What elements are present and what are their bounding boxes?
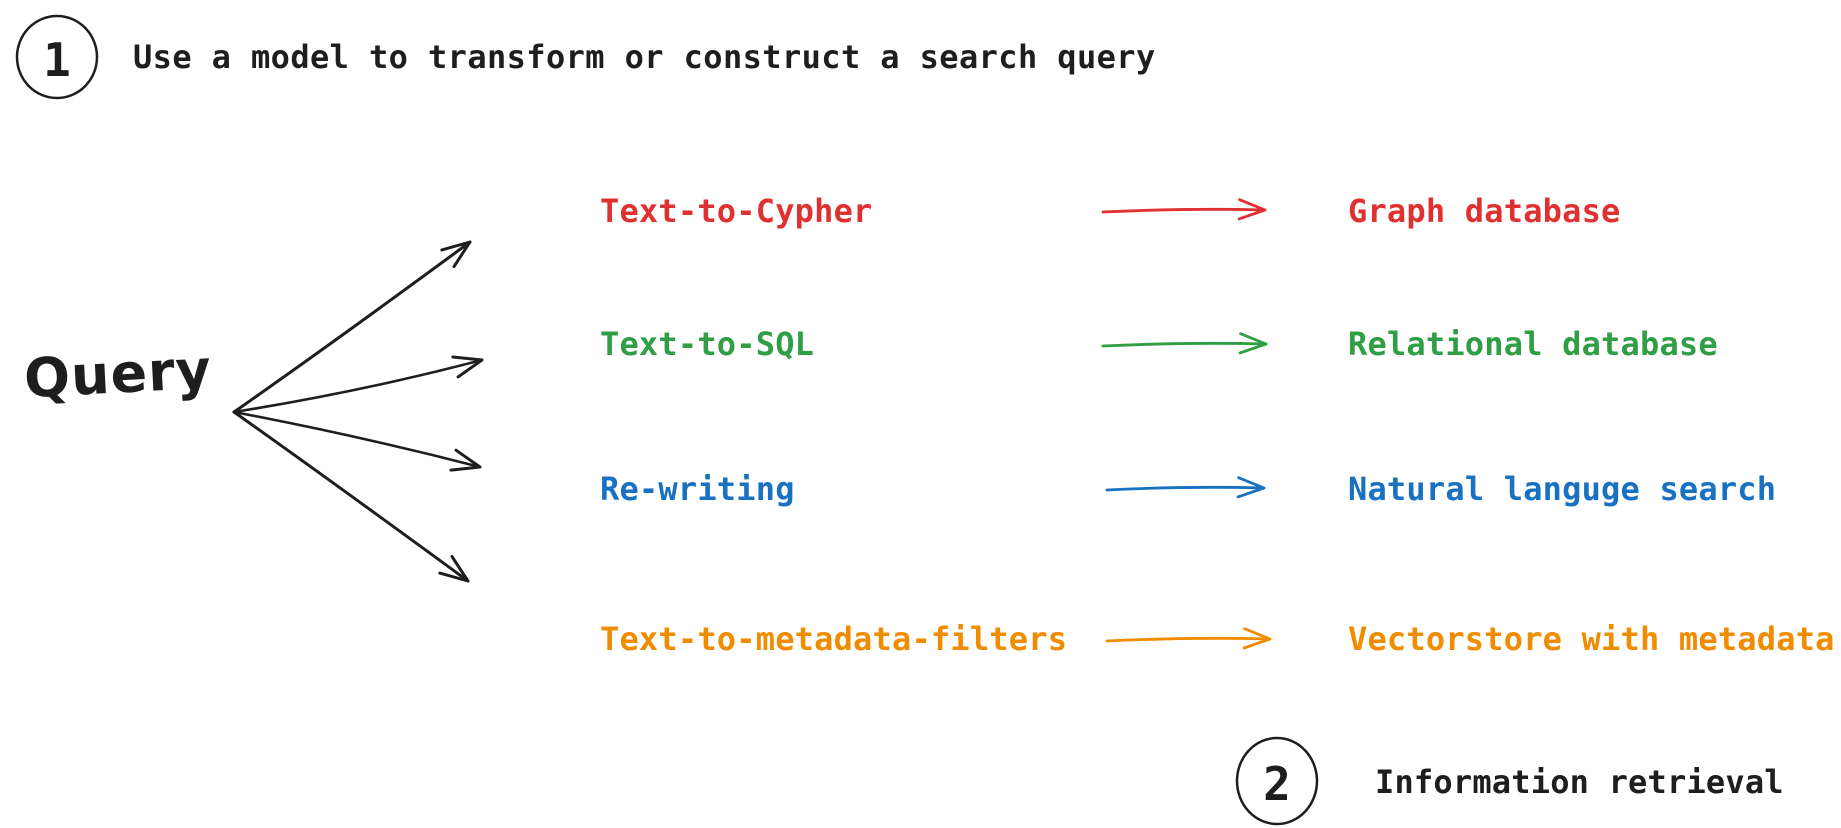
flow-arrow-natural-language-search — [1105, 476, 1266, 499]
step2-number: 2 — [1263, 757, 1291, 811]
step1-number: 1 — [43, 33, 71, 87]
flow-arrow-relational-database — [1101, 332, 1268, 355]
fan-arrow-text-to-metadata-filters — [232, 410, 470, 583]
fan-arrow-text-to-cypher — [232, 240, 472, 414]
target-label-relational-database: Relational database — [1348, 325, 1718, 363]
method-label-re-writing: Re-writing — [600, 470, 795, 508]
step1-label: Use a model to transform or construct a … — [133, 38, 1156, 76]
step2-label: Information retrieval — [1375, 763, 1784, 801]
step1-circle — [15, 14, 99, 100]
step2-circle — [1235, 736, 1319, 826]
method-label-text-to-metadata-filters: Text-to-metadata-filters — [600, 620, 1068, 658]
target-label-vectorstore-with-metadata: Vectorstore with metadata — [1348, 620, 1835, 658]
fan-arrow-re-writing — [232, 410, 482, 472]
fan-arrow-text-to-sql — [232, 355, 484, 414]
method-label-text-to-cypher: Text-to-Cypher — [600, 192, 873, 230]
method-label-text-to-sql: Text-to-SQL — [600, 325, 815, 363]
query-node-label: Query — [22, 337, 214, 411]
target-label-graph-database: Graph database — [1348, 192, 1621, 230]
target-label-natural-language-search: Natural languge search — [1348, 470, 1777, 508]
flow-arrow-graph-database — [1101, 198, 1267, 221]
flow-arrow-vectorstore-with-metadata — [1105, 627, 1272, 650]
